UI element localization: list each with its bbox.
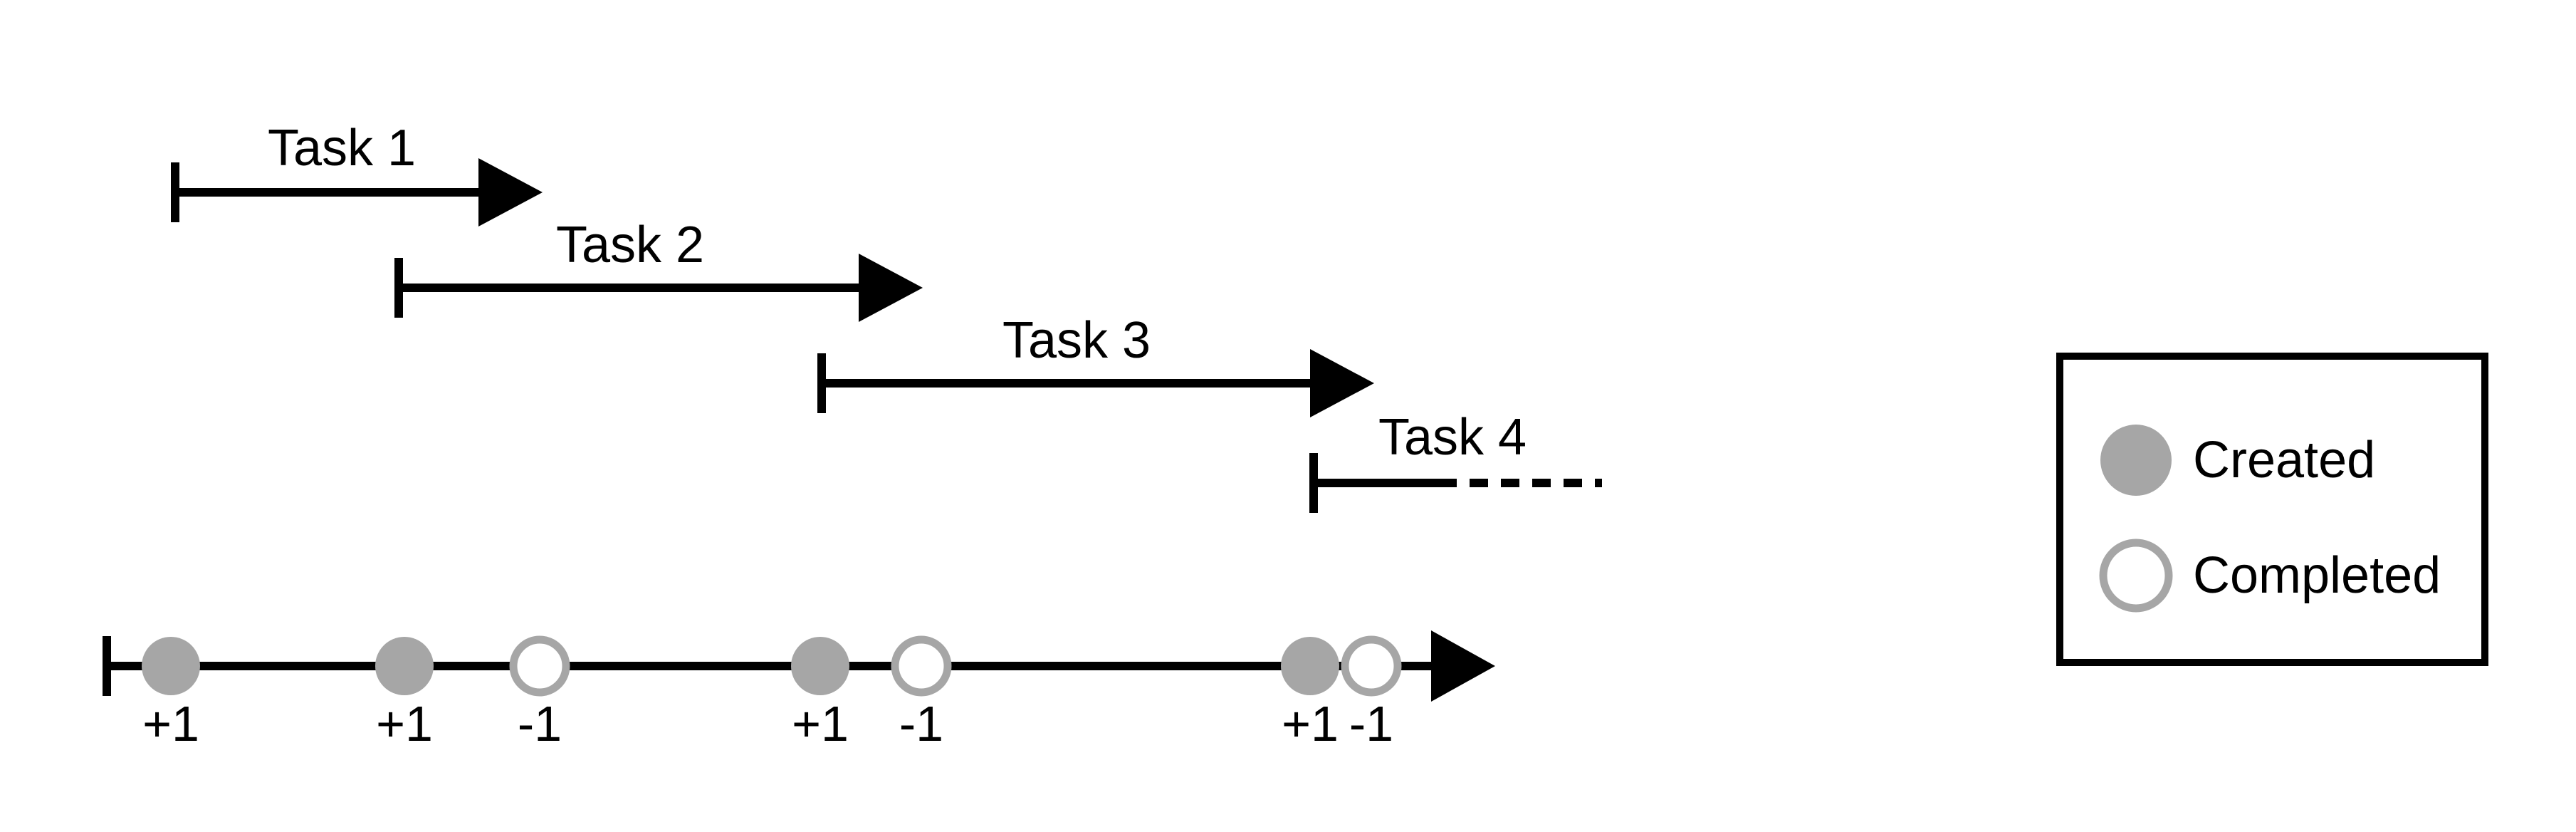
event-label: +1 xyxy=(1282,696,1339,752)
task-3: Task 3 xyxy=(817,312,1374,417)
created-marker xyxy=(791,637,849,695)
timeline-events: +1 +1 -1 +1 -1 +1 -1 xyxy=(142,635,1402,752)
event-label: +1 xyxy=(376,696,433,752)
task-4: Task 4 xyxy=(1309,409,1602,513)
legend-created-icon xyxy=(2100,425,2172,496)
task-4-label: Task 4 xyxy=(1378,409,1527,466)
created-marker xyxy=(1281,637,1339,695)
task-2-label: Task 2 xyxy=(556,217,704,274)
completed-marker xyxy=(509,635,570,697)
completed-marker xyxy=(1341,635,1402,697)
event-label: +1 xyxy=(142,696,199,752)
task-1-arrowhead xyxy=(478,158,543,227)
created-marker xyxy=(375,637,434,695)
legend-created-label: Created xyxy=(2193,432,2375,489)
task-3-arrowhead xyxy=(1310,349,1374,417)
task-3-label: Task 3 xyxy=(1002,312,1151,369)
task-2: Task 2 xyxy=(394,217,923,322)
legend-completed-icon xyxy=(2099,539,2173,613)
task-1-label: Task 1 xyxy=(268,120,416,177)
event-label: -1 xyxy=(1349,696,1393,752)
task-2-arrowhead xyxy=(859,254,923,322)
event-label: -1 xyxy=(899,696,943,752)
event-label: +1 xyxy=(792,696,849,752)
legend-box xyxy=(2056,353,2488,666)
legend-completed-label: Completed xyxy=(2193,547,2441,604)
legend: Created Completed xyxy=(2056,353,2488,666)
task-1: Task 1 xyxy=(171,120,543,227)
timeline-arrowhead xyxy=(1431,630,1495,702)
created-marker xyxy=(142,637,200,695)
completed-marker xyxy=(891,635,952,697)
timeline-axis xyxy=(103,630,1495,702)
event-label: -1 xyxy=(518,696,562,752)
